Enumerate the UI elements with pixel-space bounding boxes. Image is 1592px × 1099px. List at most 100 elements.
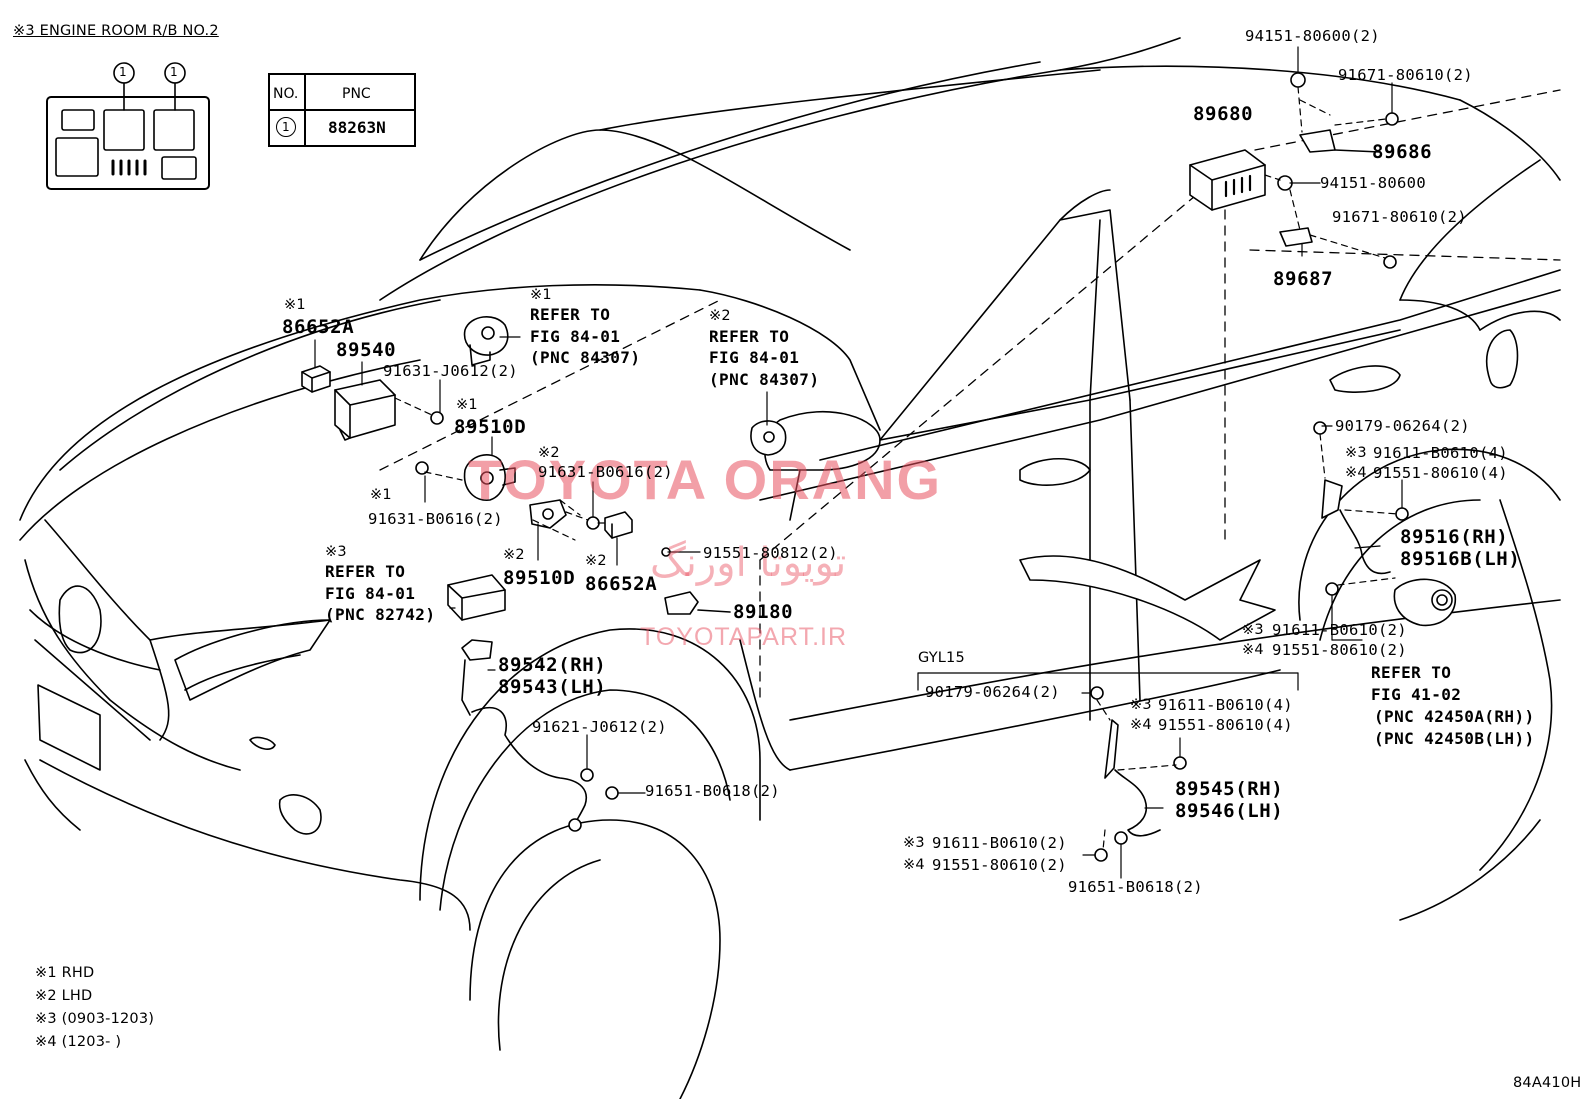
relay-callout-2: 1 [170,65,178,79]
refer-b-line2: FIG 84-01 [709,348,800,367]
refer-c-line2: FIG 84-01 [325,584,416,603]
sensor-89180-icon [664,591,731,615]
label-91611-b0610-rear-top: 91611-B0610(4) [1373,444,1508,462]
sensor-89510d-lhd-icon [529,499,567,529]
connector-86652a-lhd-icon [604,511,633,539]
relay-block-icon [46,62,210,190]
label-89687: 89687 [1273,268,1334,290]
note-89510d-lhd: ※2 [503,547,525,563]
pnc-table-col-no: NO. [273,86,299,102]
label-91631-b0616-right: 91631-B0616(2) [538,463,673,481]
note-refer-b: ※2 [709,308,731,324]
label-91611-b0610-bottom: 91611-B0610(2) [932,834,1067,852]
label-90179-06264-rear: 90179-06264(2) [1335,417,1470,435]
label-91551-80610-bottom: 91551-80610(2) [932,856,1067,874]
label-90179-06264-gyl15: 90179-06264(2) [925,683,1060,701]
refer-a-line2: FIG 84-01 [530,327,621,346]
note-91611-rear-top: ※3 [1345,445,1367,461]
label-89516-rh: 89516(RH) [1400,526,1509,548]
label-91651-b0618-rear: 91651-B0618(2) [1068,878,1203,896]
ecu-89680-icon [1189,149,1266,211]
legend-note-1: ※1 RHD [35,965,95,981]
refer-d-line1: REFER TO [1371,663,1452,682]
label-94151-80600-mid: 94151-80600 [1320,174,1426,192]
middle-rear-sensor-icon [1104,719,1161,837]
label-86652a-rhd: 86652A [282,316,355,338]
label-91551-80610-gyl15: 91551-80610(4) [1158,716,1293,734]
label-91671-80610-mid: 91671-80610(2) [1332,208,1467,226]
steering-sensor-b-icon [750,420,787,456]
pnc-table: NO. PNC 1 88263N [268,73,416,147]
label-89545-rh: 89545(RH) [1175,778,1284,800]
refer-b-line1: REFER TO [709,327,790,346]
label-91631-j0612: 91631-J0612(2) [383,362,518,380]
watermark-brand: TOYOTA ORANG [468,448,943,511]
label-89542-rh: 89542(RH) [498,654,607,676]
note-91611-gyl15: ※3 [1130,697,1152,713]
steering-sensor-a-icon [463,316,509,366]
watermark-url: TOYOTAPART.IR [640,623,848,651]
sensor-89510d-rhd-icon [463,454,516,501]
refer-c-line1: REFER TO [325,562,406,581]
label-89680: 89680 [1193,103,1254,125]
legend-note-4: ※4 (1203- ) [35,1034,122,1050]
pnc-table-divider-h [270,109,414,111]
pnc-table-col-pnc: PNC [342,86,371,102]
label-89180: 89180 [733,601,794,623]
label-89510d-rhd: 89510D [454,416,527,438]
refer-a-line3: (PNC 84307) [530,348,641,367]
legend-note-2: ※2 LHD [35,988,93,1004]
pnc-table-row-no: 1 [282,120,290,134]
note-91551-bottom: ※4 [903,857,925,873]
label-89686: 89686 [1372,141,1433,163]
note-91611-rear-bot: ※3 [1242,622,1264,638]
label-91551-80610-rear-top: 91551-80610(4) [1373,464,1508,482]
label-89543-lh: 89543(LH) [498,676,607,698]
label-86652a-lhd: 86652A [585,573,658,595]
label-91611-b0610-gyl15: 91611-B0610(4) [1158,696,1293,714]
ecu-89540-icon [334,379,396,441]
note-refer-c: ※3 [325,544,347,560]
refer-d-line2: FIG 41-02 [1371,685,1462,704]
refer-a-line1: REFER TO [530,305,611,324]
label-91551-80812: 91551-80812(2) [703,544,838,562]
refer-d-line3: (PNC 42450A(RH)) [1374,707,1535,726]
relay-block-title: ※3 ENGINE ROOM R/B NO.2 [13,23,219,39]
relay-callout-1: 1 [119,65,127,79]
note-refer-a: ※1 [530,287,552,303]
refer-b-line3: (PNC 84307) [709,370,820,389]
note-91551-gyl15: ※4 [1130,717,1152,733]
note-89510d-rhd: ※1 [456,397,478,413]
label-91631-b0616-left: 91631-B0616(2) [368,510,503,528]
pnc-table-row-circle [276,117,296,137]
note-91631-b0616-left: ※1 [370,487,392,503]
refer-c-line3: (PNC 82742) [325,605,436,624]
illustration-id: 84A410H [1513,1075,1582,1091]
pnc-table-row-pnc: 88263N [328,118,386,137]
module-82742-icon [447,574,506,621]
legend-note-3: ※3 (0903-1203) [35,1011,155,1027]
note-91551-rear-bot: ※4 [1242,642,1264,658]
watermark-arabic: تویوتا اورنگ [650,540,847,586]
label-89510d-lhd: 89510D [503,567,576,589]
note-91611-bottom: ※3 [903,835,925,851]
label-gyl15: GYL15 [918,650,965,666]
front-speed-sensor-icon [461,639,587,832]
note-86652a-rhd: ※1 [284,297,306,313]
label-89540: 89540 [336,339,397,361]
label-91551-80610-rear-bot: 91551-80610(2) [1272,641,1407,659]
label-89516b-lh: 89516B(LH) [1400,548,1521,570]
refer-d-line4: (PNC 42450B(LH)) [1374,729,1535,748]
note-86652a-lhd: ※2 [585,553,607,569]
label-91621-j0612: 91621-J0612(2) [532,718,667,736]
label-91671-80610-top: 91671-80610(2) [1338,66,1473,84]
connector-86652a-rhd-icon [301,365,331,393]
note-91631-b0616-right: ※2 [538,445,560,461]
label-91611-b0610-rear-bot: 91611-B0610(2) [1272,621,1407,639]
rear-speed-sensor-icon [1321,479,1456,627]
label-91651-b0618-front: 91651-B0618(2) [645,782,780,800]
note-91551-rear-top: ※4 [1345,465,1367,481]
label-89546-lh: 89546(LH) [1175,800,1284,822]
